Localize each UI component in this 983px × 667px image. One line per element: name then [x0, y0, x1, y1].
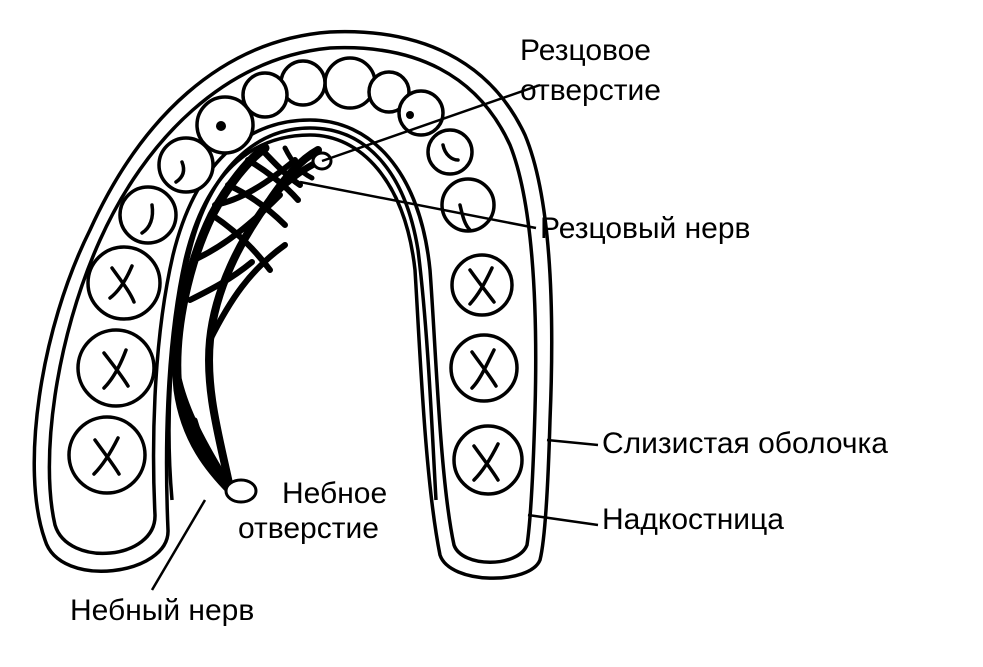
tooth-fissures — [92, 111, 500, 482]
tooth — [426, 128, 474, 176]
tooth — [397, 89, 445, 137]
tooth — [118, 185, 178, 245]
tooth — [323, 56, 377, 110]
periosteum-outline-outer — [47, 45, 538, 564]
mucosa-outline — [32, 29, 554, 580]
periosteum-label: Надкостница — [602, 503, 784, 536]
palatine-nerve-trunk — [172, 143, 270, 497]
tooth — [157, 136, 215, 194]
incisive-foramen-label-line2: отверстие — [520, 74, 661, 107]
mucosa-label: Слизистая оболочка — [602, 427, 888, 460]
nerves — [172, 143, 326, 497]
incisive-nerve-label: Резцовый нерв — [540, 212, 751, 245]
palatine-foramen-label-line2: отверстие — [238, 512, 379, 545]
palatine-foramen-label-line1: Небное — [282, 477, 388, 510]
palatine-nerve-label: Небный нерв — [70, 594, 255, 627]
tooth — [440, 177, 496, 233]
teeth — [67, 56, 524, 496]
palatine-foramen — [224, 478, 258, 504]
leader-lines — [150, 83, 599, 591]
tooth — [241, 71, 289, 119]
tooth — [367, 70, 411, 114]
incisive-foramen-label-line1: Резцовое — [520, 34, 651, 67]
